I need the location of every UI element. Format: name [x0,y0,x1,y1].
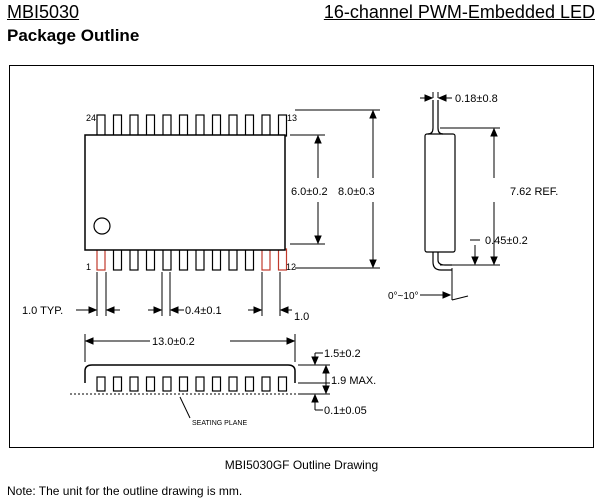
dim-standoff: 0.1±0.05 [324,405,367,417]
dim-row-spacing: 7.62 REF. [510,186,558,198]
top-lead [211,114,222,137]
package-body-top-view [84,134,286,251]
top-lead [195,114,205,137]
section-title: Package Outline [7,26,140,45]
dim-body-width: 6.0±0.2 [291,186,328,198]
bottom-lead [96,248,106,271]
top-lead [244,114,255,137]
bottom-lead [112,248,123,271]
top-lead [178,114,189,137]
dim-lead-width: 0.4±0.1 [185,305,222,317]
unit-note: Note: The unit for the outline drawing i… [7,484,243,498]
dim-foot-length: 0.45±0.2 [485,235,528,247]
bottom-lead [261,248,271,271]
front-lead [112,376,123,392]
side-view [424,100,456,271]
outline-drawing: 24 13 1 12 6.0±0.2 8.0±0.3 [22,92,558,427]
pin-label-12: 12 [286,262,296,272]
bottom-leads-group [96,248,288,271]
bottom-lead [211,248,222,271]
dim-lead-pitch: 1.0 TYP. [22,305,63,317]
top-lead [145,114,156,137]
front-lead [261,376,271,392]
front-lead [244,376,255,392]
dim-lead-thickness: 0.18±0.8 [455,93,498,105]
drawing-caption: MBI5030GF Outline Drawing [224,458,379,472]
bottom-lead [129,248,139,271]
pin1-marker [93,217,111,235]
front-lead [211,376,222,392]
bottom-lead [244,248,255,271]
top-lead [129,114,139,137]
bottom-lead [162,248,172,271]
dim-body-height: 1.5±0.2 [324,348,361,360]
front-lead [277,376,288,392]
dim-body-length: 13.0±0.2 [152,336,195,348]
dim-foot-angle: 0°~10° [388,291,419,302]
pin-label-13b: 13 [287,113,297,123]
dim-lead-span: 1.0 [294,311,309,323]
top-lead [277,114,288,137]
drawing-frame [9,65,594,448]
front-leads-group [96,376,288,392]
dim-max-height: 1.9 MAX. [331,375,376,387]
dim-overall-width: 8.0±0.3 [338,186,375,198]
bottom-lead [195,248,205,271]
top-leads-group [96,114,288,137]
bottom-lead [178,248,189,271]
top-lead [228,114,238,137]
bottom-lead [228,248,238,271]
front-lead [96,376,106,392]
package-body-front-view [84,364,296,383]
front-lead [162,376,172,392]
top-lead [162,114,172,137]
model-number: MBI5030 [7,2,80,22]
product-description: 16-channel PWM-Embedded LED [323,2,595,22]
front-lead [145,376,156,392]
bottom-lead [145,248,156,271]
pin-label-1: 1 [86,262,91,272]
top-lead [96,114,106,137]
top-lead [112,114,123,137]
front-lead [228,376,238,392]
front-lead [195,376,205,392]
top-lead [261,114,271,137]
pin-label-24: 24 [86,113,96,123]
front-lead [129,376,139,392]
front-lead [178,376,189,392]
seating-plane-label: SEATING PLANE [192,420,247,427]
